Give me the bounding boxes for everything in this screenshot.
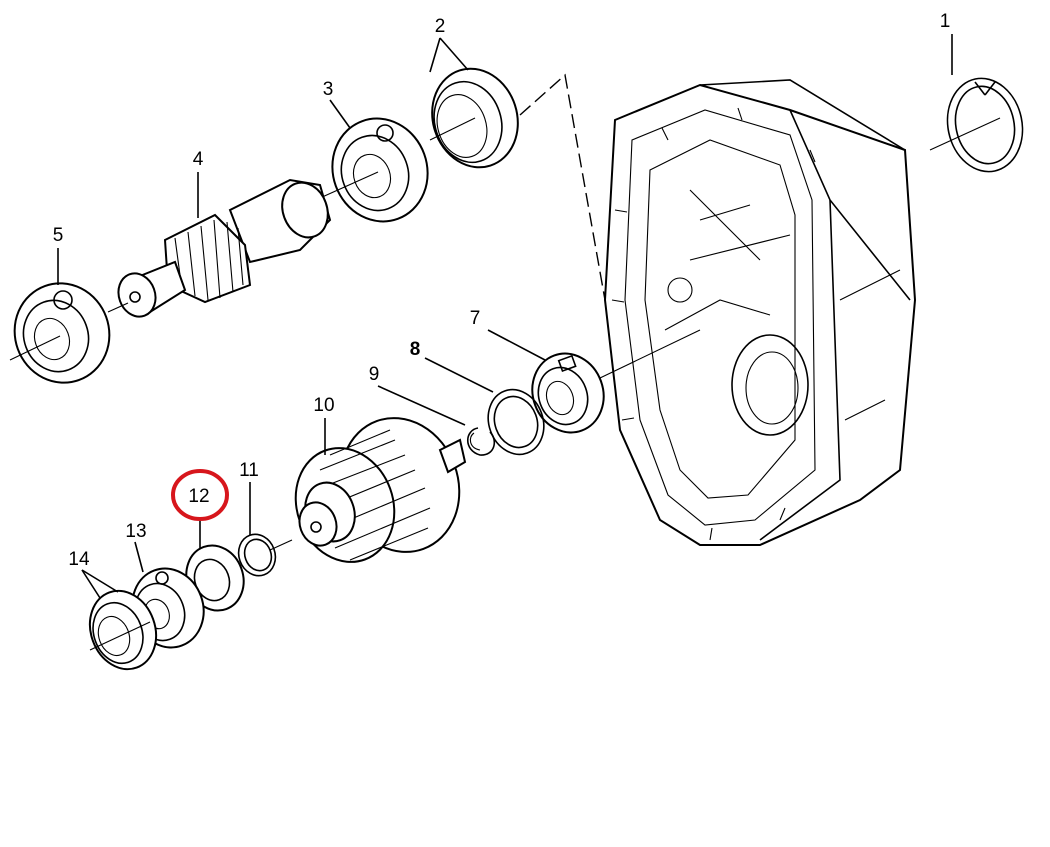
bearing-part-5 xyxy=(9,282,129,384)
highlight-ring-callout-12 xyxy=(171,469,229,521)
leader-lines xyxy=(57,34,953,599)
bearing-cup-part-14 xyxy=(88,589,158,671)
callout-10: 10 xyxy=(313,395,334,416)
bearing-part-7 xyxy=(531,329,701,434)
callout-14: 14 xyxy=(68,549,90,570)
callout-4: 4 xyxy=(193,149,204,170)
shim-part-8 xyxy=(487,388,545,456)
callout-9: 9 xyxy=(369,364,380,385)
callout-labels: 1 2 3 4 5 7 8 9 10 11 12 13 14 xyxy=(53,11,951,570)
cluster-gear-part-10 xyxy=(294,417,467,563)
callout-11: 11 xyxy=(239,460,259,481)
alignment-line xyxy=(519,73,606,301)
callout-5: 5 xyxy=(53,225,64,246)
callout-7: 7 xyxy=(470,308,481,329)
transmission-housing xyxy=(603,79,917,546)
callout-3: 3 xyxy=(323,79,334,100)
bearing-part-3 xyxy=(319,117,429,223)
snap-ring-part-1 xyxy=(929,77,1024,173)
callout-8: 8 xyxy=(410,339,421,360)
snap-ring-part-11 xyxy=(237,533,293,577)
bearing-cup-part-2 xyxy=(429,67,519,169)
callout-13: 13 xyxy=(125,521,146,542)
callout-1: 1 xyxy=(940,11,951,32)
callout-2: 2 xyxy=(435,16,446,37)
callout-12: 12 xyxy=(188,486,209,507)
circlip-part-9 xyxy=(466,427,496,456)
pinion-shaft-part-4 xyxy=(117,178,332,318)
